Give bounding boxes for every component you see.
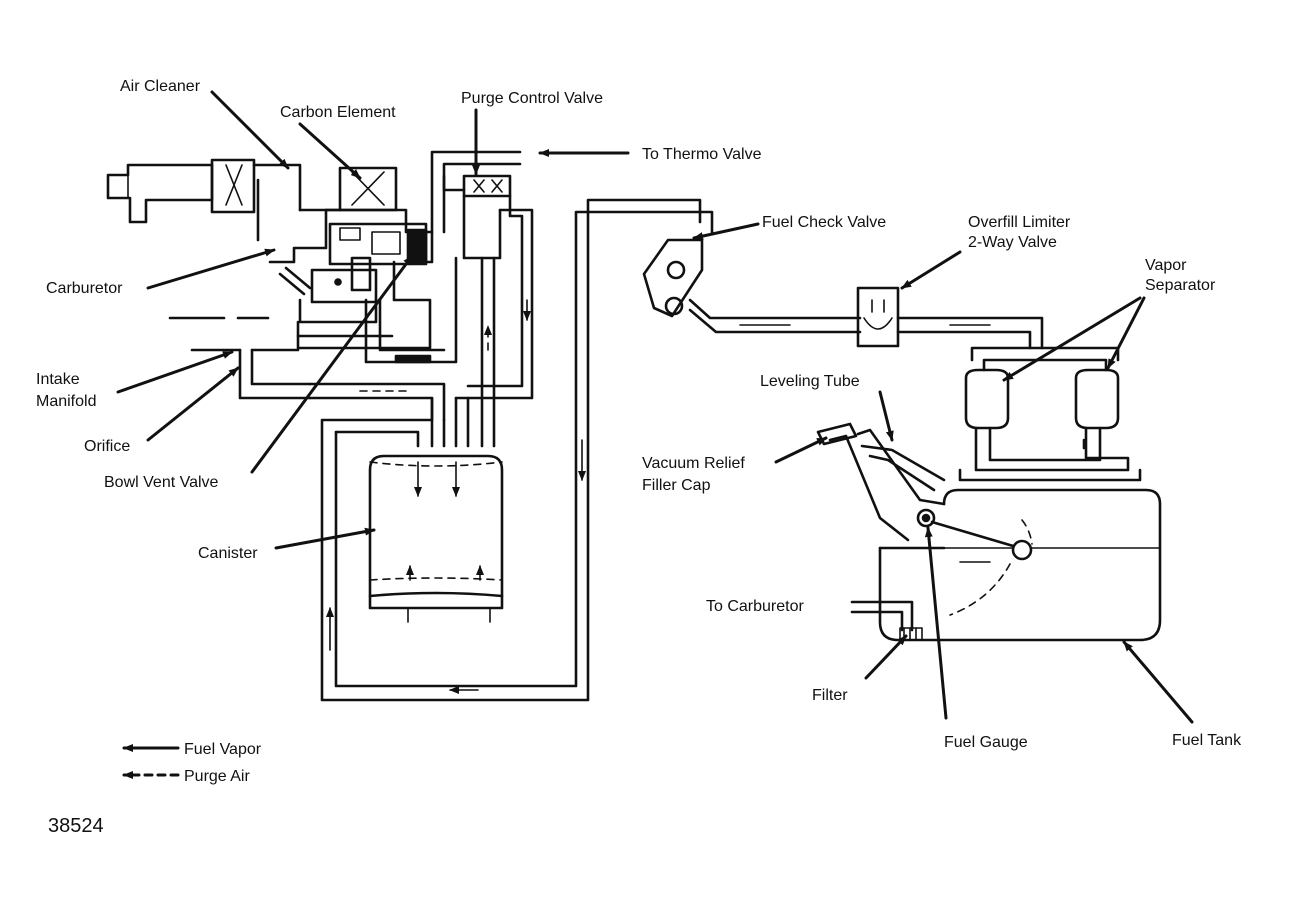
vapor-piping	[308, 150, 714, 702]
label-purge-control-valve: Purge Control Valve	[461, 90, 603, 107]
label-bowl-vent-valve: Bowl Vent Valve	[104, 474, 219, 491]
label-air-cleaner: Air Cleaner	[120, 78, 201, 95]
canister	[368, 454, 504, 623]
legend-purge-air-label: Purge Air	[184, 768, 250, 785]
label-vapor-separator-line2: Separator	[1145, 277, 1216, 294]
label-vacuum-relief-line1: Vacuum Relief	[642, 455, 745, 472]
flow-arrows	[326, 149, 630, 694]
labels: Air Cleaner Carbon Element Purge Control…	[36, 78, 1242, 837]
intake-manifold	[168, 316, 312, 400]
label-to-carburetor: To Carburetor	[706, 598, 804, 615]
label-fuel-tank: Fuel Tank	[1172, 732, 1242, 749]
label-carburetor: Carburetor	[46, 280, 123, 297]
label-filter: Filter	[812, 687, 848, 704]
label-vapor-separator-line1: Vapor	[1145, 257, 1187, 274]
carburetor-body	[268, 208, 434, 350]
label-overfill-limiter-line2: 2-Way Valve	[968, 234, 1057, 251]
label-carbon-element: Carbon Element	[280, 104, 396, 121]
label-intake-manifold-line2: Manifold	[36, 393, 96, 410]
legend: Fuel Vapor Purge Air	[122, 741, 262, 785]
figure-number: 38524	[48, 815, 104, 837]
label-orifice: Orifice	[84, 438, 130, 455]
label-fuel-check-valve: Fuel Check Valve	[762, 214, 886, 231]
fuel-check-valve	[642, 238, 862, 334]
label-to-thermo-valve: To Thermo Valve	[642, 146, 762, 163]
label-intake-manifold-line1: Intake	[36, 371, 80, 388]
label-canister: Canister	[198, 545, 258, 562]
label-overfill-limiter-line1: Overfill Limiter	[968, 214, 1071, 231]
label-vacuum-relief-line2: Filler Cap	[642, 477, 711, 494]
legend-fuel-vapor-label: Fuel Vapor	[184, 741, 262, 758]
label-fuel-gauge: Fuel Gauge	[944, 734, 1028, 751]
overfill-limiter-valve	[856, 286, 1044, 350]
vapor-separators	[958, 346, 1142, 482]
label-leveling-tube: Leveling Tube	[760, 373, 860, 390]
leader-lines	[116, 90, 1194, 724]
